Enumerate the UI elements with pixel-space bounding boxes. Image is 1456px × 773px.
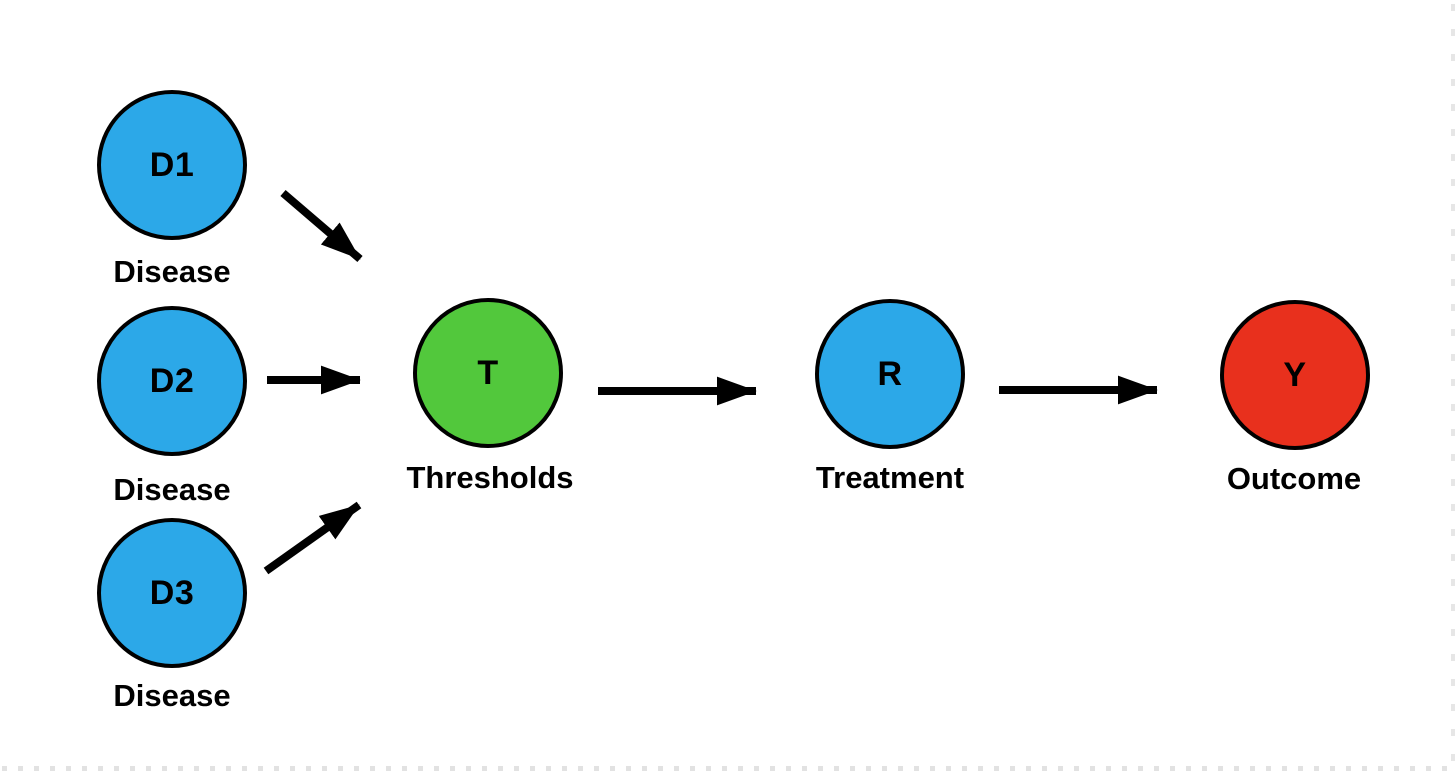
node-r-caption: Treatment xyxy=(815,460,965,495)
page-edge-ticks-right xyxy=(1451,4,1455,763)
node-d2-label: D2 xyxy=(149,361,195,400)
node-r-label: R xyxy=(877,354,903,393)
node-d1-label: D1 xyxy=(149,145,195,184)
node-t-label: T xyxy=(477,353,499,392)
node-d2-caption: Disease xyxy=(113,472,231,507)
node-d3-caption: Disease xyxy=(113,678,231,713)
node-t-caption: Thresholds xyxy=(406,460,574,495)
node-y: Y xyxy=(1220,300,1370,450)
node-r: R xyxy=(815,299,965,449)
page-edge-ticks-bottom xyxy=(2,766,1456,771)
node-y-caption: Outcome xyxy=(1226,461,1362,496)
arrow-d1-to-t xyxy=(280,189,363,263)
node-d3-label: D3 xyxy=(149,573,195,612)
arrow-d3-to-t xyxy=(263,501,362,575)
node-t: T xyxy=(413,298,563,448)
node-d1-caption: Disease xyxy=(113,254,231,289)
node-d3: D3 xyxy=(97,518,247,668)
node-y-label: Y xyxy=(1283,355,1307,394)
node-d2: D2 xyxy=(97,306,247,456)
node-d1: D1 xyxy=(97,90,247,240)
